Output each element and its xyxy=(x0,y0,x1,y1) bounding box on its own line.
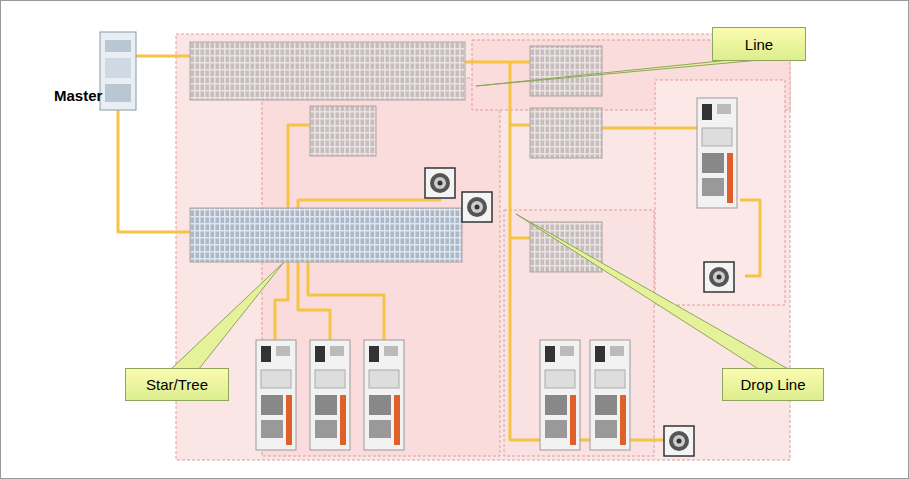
callout-box: Line xyxy=(712,27,806,61)
master-controller xyxy=(100,32,136,110)
callout-text: Star/Tree xyxy=(146,376,208,393)
servo-drive xyxy=(256,98,737,450)
network-cable xyxy=(118,56,760,440)
cabinet-region xyxy=(176,34,790,460)
callout-box: Drop Line xyxy=(722,368,824,401)
callout-pointer xyxy=(170,60,790,370)
device-label: Master xyxy=(54,87,102,104)
io-module xyxy=(190,42,602,272)
callout-text: Line xyxy=(745,36,773,53)
callout-box: Star/Tree xyxy=(125,368,229,401)
callout-text: Drop Line xyxy=(740,376,805,393)
